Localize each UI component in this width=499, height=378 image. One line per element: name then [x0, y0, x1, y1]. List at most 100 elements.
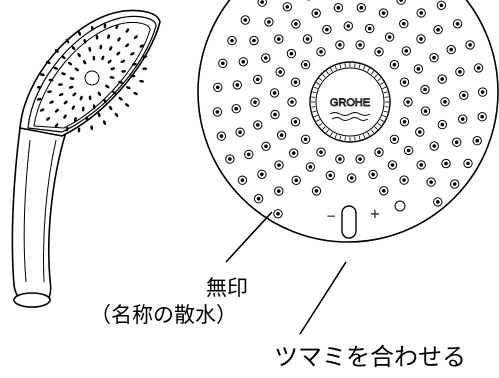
head-nozzle: [139, 79, 144, 83]
nozzle: [463, 158, 473, 169]
nozzle: [378, 8, 389, 18]
head-nozzle: [88, 95, 92, 101]
head-nozzle: [54, 49, 59, 53]
badge-tick: [316, 119, 320, 122]
nozzle: [216, 131, 227, 141]
nozzle: [429, 53, 439, 63]
badge-tick: [339, 135, 342, 140]
badge-tick: [383, 110, 388, 113]
plus-mark: +: [370, 207, 381, 222]
nozzle: [416, 8, 426, 18]
nozzle: [257, 0, 267, 7]
label-align-knob: ツマミを合わせる: [274, 343, 466, 371]
head-nozzle: [77, 127, 81, 133]
head-nozzle: [92, 55, 96, 61]
head-nozzle: [118, 96, 123, 101]
minus-mark: −: [326, 209, 336, 223]
head-nozzle: [48, 78, 54, 82]
head-nozzle: [109, 76, 115, 79]
head-nozzle: [121, 70, 126, 73]
nozzle: [433, 197, 443, 207]
nozzle: [365, 23, 375, 34]
nozzle: [356, 3, 366, 13]
nozzle: [274, 34, 284, 44]
badge-tick: [380, 82, 384, 85]
head-nozzle: [115, 24, 119, 30]
badge-tick: [318, 77, 323, 82]
badge-tick: [370, 70, 375, 75]
badge-tick: [377, 77, 382, 82]
nozzle: [316, 147, 326, 157]
badge-tick: [330, 132, 333, 136]
nozzle: [300, 134, 311, 145]
badge-tick: [380, 119, 384, 122]
shower-face-plate: GROHE − +: [197, 0, 499, 243]
nozzle: [325, 170, 335, 181]
selector-knob[interactable]: [341, 205, 357, 239]
head-nozzle: [61, 72, 66, 76]
nozzle: [446, 44, 456, 55]
nozzle: [232, 80, 243, 90]
head-nozzle: [81, 106, 85, 112]
nozzle: [355, 40, 365, 50]
nozzle: [440, 97, 450, 107]
badge-tick: [374, 74, 378, 78]
head-nozzle: [46, 117, 51, 121]
badge-tick: [344, 63, 346, 68]
badge-tick: [384, 106, 389, 108]
head-nozzle: [85, 116, 89, 122]
head-nozzle: [114, 112, 119, 117]
head-nozzle: [120, 59, 126, 63]
head-nozzle: [67, 61, 73, 66]
nozzle: [225, 154, 235, 164]
head-nozzle: [77, 31, 82, 36]
head-nozzle: [109, 46, 113, 51]
nozzle: [433, 25, 443, 35]
badge-tick: [334, 134, 337, 139]
badge-tick: [384, 96, 389, 98]
nozzle: [235, 127, 245, 137]
nozzle: [420, 106, 431, 116]
nozzle: [379, 186, 389, 196]
nozzle: [389, 134, 400, 145]
head-nozzle: [90, 25, 94, 31]
badge-tick: [311, 96, 316, 98]
badge-tick: [313, 115, 318, 118]
head-nozzle: [83, 38, 87, 44]
head-nozzle: [142, 67, 148, 71]
nozzle: [218, 58, 228, 68]
head-nozzle: [68, 85, 74, 89]
head-nozzle: [125, 28, 130, 33]
head-nozzle: [125, 43, 130, 48]
nozzle: [291, 19, 301, 29]
nozzle: [420, 84, 430, 95]
head-nozzle: [126, 86, 131, 90]
nozzle: [305, 162, 316, 172]
nozzle: [253, 74, 263, 85]
head-nozzle: [58, 93, 64, 97]
head-nozzle: [103, 98, 107, 104]
nozzle: [237, 175, 248, 185]
badge-tick: [322, 126, 326, 130]
nozzle: [399, 175, 409, 185]
nozzle: [441, 158, 451, 169]
nozzle: [311, 186, 322, 196]
badge-tick: [316, 82, 320, 85]
head-nozzle: [88, 46, 92, 52]
nozzle: [253, 194, 264, 204]
nozzle: [290, 117, 301, 127]
nozzle: [450, 179, 460, 189]
head-nozzle: [105, 84, 110, 89]
nozzle: [368, 169, 378, 180]
nozzle: [282, 2, 292, 12]
leader-line-knob: [299, 261, 347, 335]
nozzle: [465, 40, 475, 50]
nozzle: [333, 3, 344, 13]
hand-shower-illustration: [11, 9, 161, 308]
nozzle-field: [212, 0, 488, 219]
head-nozzle: [53, 66, 58, 70]
nozzle: [374, 47, 384, 57]
badge-tick: [311, 106, 316, 108]
nozzle: [269, 88, 280, 98]
